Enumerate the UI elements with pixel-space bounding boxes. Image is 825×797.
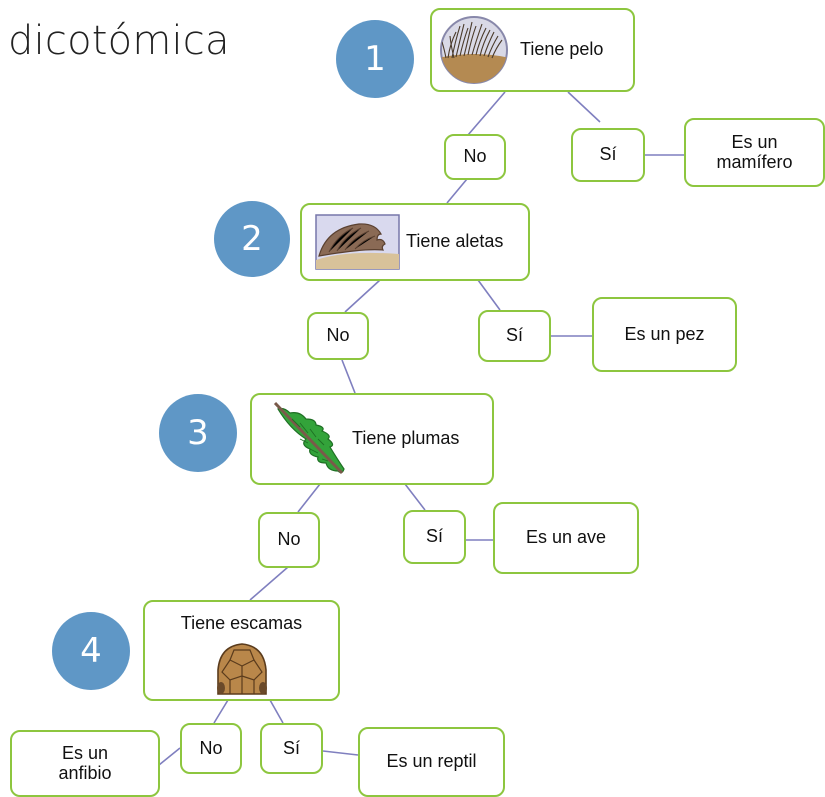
step-number-circle: 4 [52,612,130,690]
yes-node: Sí [571,128,645,182]
fin-icon [315,214,400,270]
result-label: Es un mamífero [716,131,793,172]
question-label: Tiene aletas [406,231,504,252]
scales-icon [216,642,267,695]
yes-node: Sí [260,723,323,774]
result-node-amphibian: Es un anfibio [10,730,160,797]
question-node-feathers: Tiene plumas [250,393,494,485]
question-label: Tiene pelo [520,39,604,60]
question-node-fins: Tiene aletas [300,203,530,281]
no-node: No [444,134,506,180]
fur-icon [440,16,508,84]
yes-node: Sí [478,310,551,362]
question-node-hair: Tiene pelo [430,8,635,92]
result-node-fish: Es un pez [592,297,737,372]
result-node-mammal: Es un mamífero [684,118,825,187]
result-label: Es un anfibio [58,742,112,783]
no-node: No [307,312,369,360]
yes-node: Sí [403,510,466,564]
step-number-circle: 2 [214,201,290,277]
result-node-reptile: Es un reptil [358,727,505,797]
page-title: dicotómica [8,18,230,64]
question-label: Tiene escamas [180,613,303,633]
no-node: No [180,723,242,774]
step-number-circle: 3 [159,394,237,472]
step-number-circle: 1 [336,20,414,98]
feather-icon [273,401,345,475]
question-label: Tiene plumas [352,428,460,449]
question-node-scales: Tiene escamas [143,600,340,701]
no-node: No [258,512,320,568]
result-node-bird: Es un ave [493,502,639,574]
